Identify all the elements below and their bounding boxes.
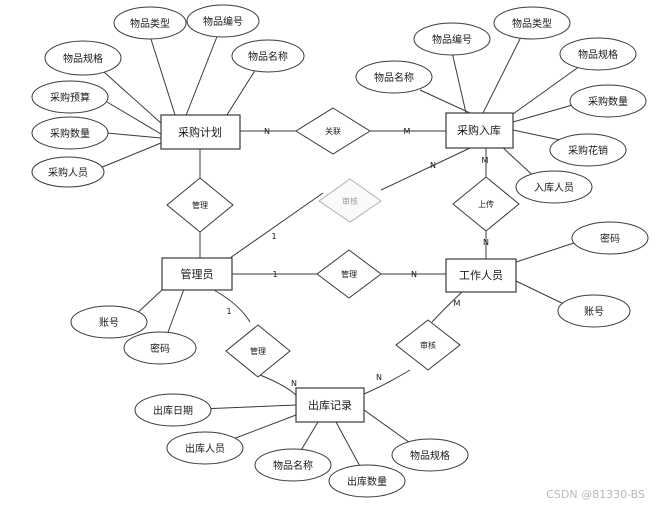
attribute-storage-spec: 物品规格 (559, 37, 637, 71)
watermark: CSDN @81330-BS (546, 488, 645, 501)
svg-text:账号: 账号 (99, 317, 119, 329)
svg-text:出库人员: 出库人员 (185, 442, 225, 455)
svg-text:物品类型: 物品类型 (512, 17, 552, 30)
svg-text:物品规格: 物品规格 (410, 449, 450, 462)
attribute-outbound-person: 出库人员 (166, 431, 244, 465)
attribute-plan-name: 物品名称 (231, 39, 305, 73)
relationship-manage-worker: 管理 (316, 249, 382, 299)
relationship-link: 关联 (295, 107, 371, 155)
attribute-admin-account: 账号 (70, 305, 148, 339)
svg-text:关联: 关联 (325, 126, 341, 136)
svg-text:管理员: 管理员 (181, 267, 214, 281)
svg-text:采购花销: 采购花销 (568, 144, 608, 157)
svg-text:密码: 密码 (150, 342, 170, 355)
attribute-plan-id: 物品编号 (186, 4, 260, 38)
card-review-storage: N (430, 161, 436, 170)
svg-text:采购预算: 采购预算 (50, 91, 90, 104)
card-upload-worker: N (483, 238, 489, 247)
relationships: 关联 管理 审核 上传 管理 管理 审核 (166, 107, 520, 378)
entity-purchase-plan: 采购计划 (160, 114, 241, 150)
svg-text:上传: 上传 (478, 199, 494, 209)
attributes-storage: 物品编号 物品类型 物品名称 物品规格 采购数量 采购花销 入库人员 (355, 6, 647, 204)
card-admin-manage-out: 1 (226, 307, 231, 316)
attributes-admin: 账号 密码 (70, 305, 197, 365)
relationship-approve: 审核 (395, 319, 461, 371)
entity-purchase-storage: 采购入库 (445, 112, 514, 149)
attribute-plan-type: 物品类型 (113, 6, 187, 40)
attribute-plan-spec: 物品规格 (44, 40, 122, 76)
attribute-plan-quantity: 采购数量 (31, 116, 109, 150)
attribute-plan-budget: 采购预算 (31, 80, 109, 114)
attribute-worker-account: 账号 (557, 294, 631, 328)
entity-admin: 管理员 (161, 257, 233, 291)
relationship-review: 审核 (318, 178, 382, 223)
svg-text:工作人员: 工作人员 (459, 269, 503, 282)
attribute-outbound-date: 出库日期 (134, 393, 212, 427)
attribute-outbound-quantity: 出库数量 (328, 464, 406, 498)
attributes-outbound: 出库日期 出库人员 物品名称 出库数量 物品规格 (134, 393, 469, 498)
svg-text:出库数量: 出库数量 (347, 475, 387, 488)
svg-text:采购数量: 采购数量 (50, 127, 90, 140)
cardinality-labels: N M 1 N M N 1 N 1 N M N (226, 127, 489, 388)
attribute-storage-cost: 采购花销 (549, 133, 627, 167)
svg-text:物品编号: 物品编号 (432, 33, 472, 46)
relationship-manage-outbound: 管理 (225, 324, 291, 378)
svg-text:管理: 管理 (250, 346, 266, 356)
card-admin-review: 1 (271, 232, 276, 241)
attribute-outbound-item-name: 物品名称 (254, 448, 332, 482)
card-approve-record: N (376, 373, 382, 382)
attribute-storage-quantity: 采购数量 (569, 84, 647, 118)
svg-text:审核: 审核 (420, 340, 436, 350)
attribute-worker-password: 密码 (571, 221, 649, 255)
entity-outbound-record: 出库记录 (295, 387, 365, 423)
svg-text:管理: 管理 (192, 200, 208, 210)
attribute-storage-person: 入库人员 (515, 170, 593, 204)
attribute-outbound-spec: 物品规格 (391, 438, 469, 472)
relationship-manage-plan: 管理 (166, 177, 234, 233)
svg-text:物品规格: 物品规格 (63, 52, 103, 65)
attribute-storage-type: 物品类型 (493, 6, 571, 40)
svg-text:入库人员: 入库人员 (534, 181, 574, 194)
svg-text:采购计划: 采购计划 (178, 125, 222, 139)
attribute-storage-id: 物品编号 (413, 22, 491, 56)
svg-text:物品编号: 物品编号 (203, 15, 243, 28)
entity-worker: 工作人员 (445, 258, 517, 293)
card-storage-upload: M (482, 156, 489, 165)
entities: 采购计划 采购入库 管理员 工作人员 出库记录 (160, 112, 517, 423)
svg-text:审核: 审核 (342, 196, 358, 206)
card-link-storage: M (404, 127, 411, 136)
attributes-worker: 密码 账号 (557, 221, 649, 328)
attribute-storage-name: 物品名称 (355, 60, 433, 94)
attributes-plan: 物品类型 物品编号 物品规格 物品名称 采购预算 采购数量 采购人员 (31, 4, 305, 188)
svg-text:账号: 账号 (584, 306, 604, 318)
svg-text:出库日期: 出库日期 (153, 404, 193, 417)
svg-text:物品规格: 物品规格 (578, 48, 618, 61)
svg-text:物品名称: 物品名称 (273, 459, 313, 472)
card-plan-link: N (264, 127, 270, 136)
svg-text:采购数量: 采购数量 (588, 95, 628, 108)
attribute-plan-buyer: 采购人员 (31, 156, 105, 188)
svg-text:出库记录: 出库记录 (308, 398, 352, 412)
relationship-upload: 上传 (452, 176, 520, 232)
attribute-admin-password: 密码 (123, 331, 197, 365)
svg-text:密码: 密码 (600, 232, 620, 245)
svg-text:采购入库: 采购入库 (457, 123, 501, 137)
svg-text:物品名称: 物品名称 (374, 71, 414, 84)
card-admin-manage: 1 (272, 270, 277, 279)
card-manage-out-record: N (291, 379, 297, 388)
card-worker-approve: M (454, 299, 461, 308)
card-manage-worker: N (411, 270, 417, 279)
svg-text:管理: 管理 (341, 269, 357, 279)
svg-text:采购人员: 采购人员 (48, 166, 88, 179)
svg-text:物品名称: 物品名称 (248, 50, 288, 63)
svg-text:物品类型: 物品类型 (130, 17, 170, 30)
